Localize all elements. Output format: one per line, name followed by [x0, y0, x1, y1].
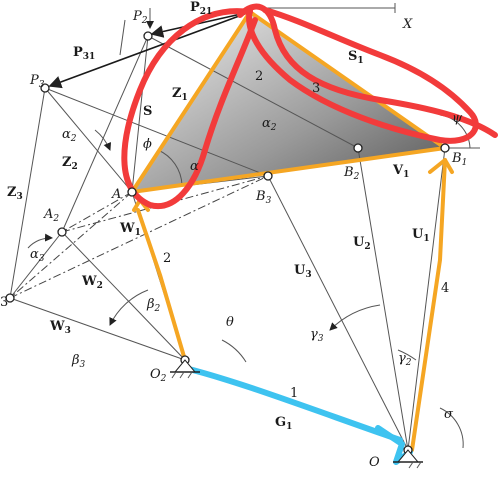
label-alpha-mid: α: [190, 159, 199, 174]
label-U1: U1: [412, 227, 430, 244]
label-V1: V1: [392, 163, 409, 180]
label-link-3: 3: [312, 81, 320, 96]
label-A2: A2: [43, 207, 59, 224]
label-phi: ϕ: [143, 137, 152, 152]
pin-left: [5, 293, 15, 303]
label-link-1: 1: [290, 386, 298, 401]
label-link-2-top: 2: [255, 69, 263, 84]
label-S1: S1: [348, 49, 364, 66]
label-O2: O2: [150, 367, 167, 384]
pin-B2: [353, 143, 363, 153]
label-P3: P3: [29, 73, 45, 90]
label-beta2: β2: [146, 297, 161, 314]
label-psi: ψ: [452, 111, 463, 126]
label-gamma2: γ2: [398, 351, 412, 368]
label-W1: W1: [119, 221, 141, 238]
label-Z2: Z2: [62, 155, 78, 172]
position-vectors: [48, 8, 251, 89]
label-O: O: [369, 455, 380, 470]
label-A: A: [111, 187, 121, 202]
label-B2: B2: [343, 165, 360, 182]
pin-B3: [263, 171, 273, 181]
label-link-4: 4: [441, 281, 449, 296]
label-gamma3: γ3: [310, 327, 324, 344]
blue-overlay: [182, 365, 413, 465]
label-B3: B3: [255, 189, 272, 206]
label-X: X: [402, 17, 413, 32]
label-P2: P2: [132, 9, 148, 26]
label-sigma: σ: [444, 407, 454, 422]
label-alpha2-left: α2: [62, 127, 77, 144]
label-link-2: 2: [163, 251, 171, 266]
label-Z1: Z1: [172, 86, 188, 103]
pin-P2: [143, 31, 153, 41]
pin-B1: [440, 143, 450, 153]
label-W3: W3: [49, 319, 71, 336]
ground-O: [393, 449, 423, 469]
label-W2: W2: [81, 274, 103, 291]
label-P31: P31: [73, 45, 95, 62]
orange-overlay: [130, 10, 454, 452]
x-axis: [250, 3, 396, 13]
pin-A2: [57, 227, 67, 237]
label-P21: P21: [190, 0, 212, 17]
red-scribble-overlay: [121, 3, 498, 210]
label-Z3: Z3: [7, 185, 23, 202]
label-U3: U3: [294, 263, 312, 280]
pin-A: [127, 187, 137, 197]
angle-arcs: [27, 114, 471, 449]
label-edge-3: 3: [0, 295, 8, 310]
label-theta: θ: [226, 315, 234, 330]
label-beta3: β3: [71, 353, 86, 370]
label-S: S: [143, 104, 152, 119]
pin-P3: [40, 83, 50, 93]
label-alpha3: α3: [30, 247, 45, 264]
label-B1: B1: [451, 151, 467, 168]
ground-O2: [170, 359, 200, 379]
label-alpha2-top: α2: [262, 116, 277, 133]
label-U2: U2: [353, 235, 371, 252]
label-G1: G1: [275, 415, 292, 432]
